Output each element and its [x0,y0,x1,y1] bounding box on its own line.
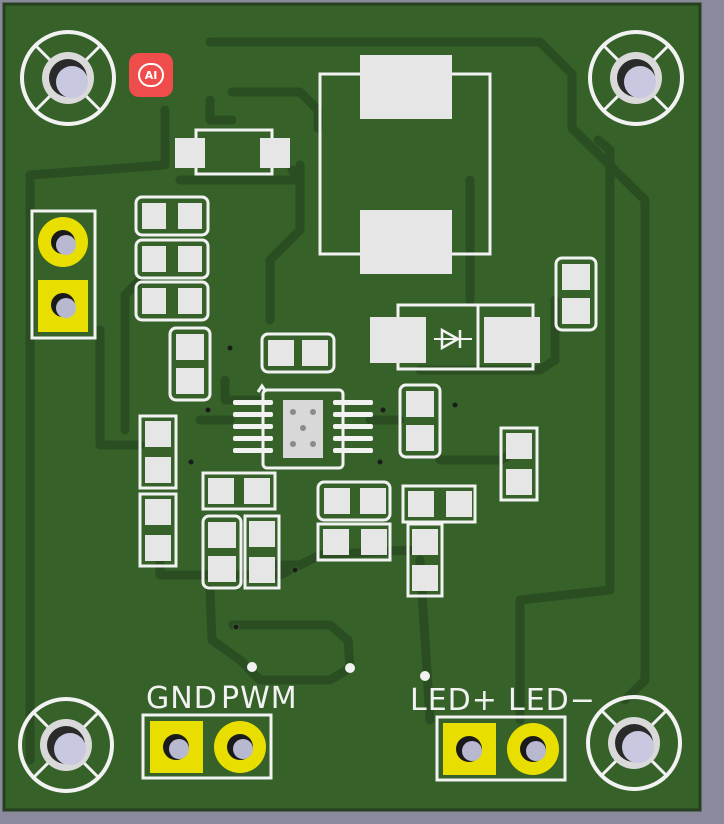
label-led-plus: LED+ [410,683,498,718]
mounting-hole-bottom-left [18,697,114,793]
via [376,458,384,466]
via [379,406,387,414]
capacitor-ic-right [398,383,442,459]
capacitor-below-left [201,514,243,590]
mounting-hole-top-left [20,30,116,126]
resistor-below-right [316,522,392,562]
board-edge [2,2,702,812]
via [345,663,355,673]
capacitor-below-right [316,480,392,522]
label-gnd: GND [146,681,218,716]
ai-assistant-icon[interactable]: AI [129,53,173,97]
mounting-hole-top-right [588,30,684,126]
connector-led [435,715,567,782]
resistor-left-2 [138,492,178,568]
connector-gnd-pwm [141,713,273,780]
resistor-below-mid [243,514,281,590]
diode [370,303,540,371]
label-led-minus: LED− [508,683,596,718]
vias [247,662,430,681]
resistor-left-1 [138,414,178,490]
small-vias [187,341,459,631]
via [247,662,257,672]
resistor-top [175,128,290,176]
ai-badge-text: AI [138,63,164,87]
capacitor-right-top [554,256,598,332]
mounting-hole-bottom-right [586,695,682,791]
via [451,401,459,409]
via [291,566,299,574]
resistor-right [499,426,539,502]
via [187,458,195,466]
passive-array-left [134,195,212,402]
via [226,344,234,352]
large-capacitor [318,55,492,274]
resistor-right-vertical [406,522,444,598]
via [420,671,430,681]
via [204,406,212,414]
label-pwm: PWM [221,681,298,716]
power-header-left [30,209,97,340]
via [232,623,240,631]
resistor-below-left [201,471,277,511]
ic-msop [233,383,373,470]
resistor-right-horizontal [401,484,477,524]
capacitor-ic-top [260,332,336,374]
